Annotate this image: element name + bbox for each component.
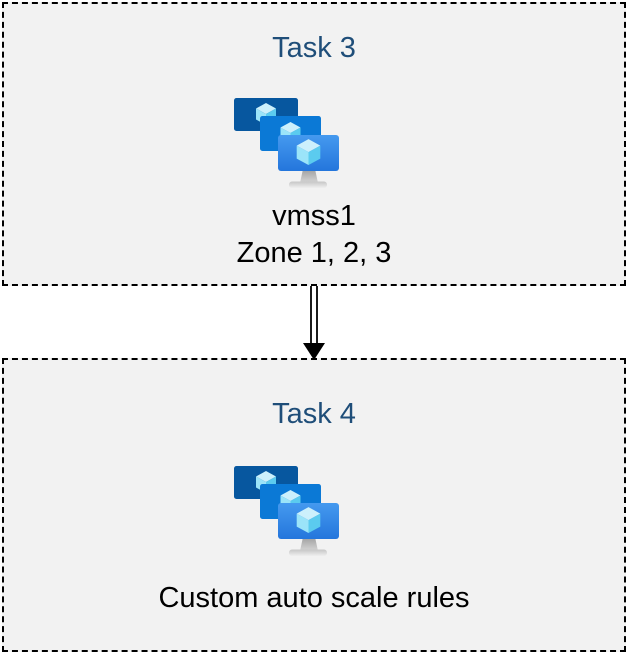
vm-scale-set-icon <box>234 464 340 556</box>
task-3-labels: vmss1 Zone 1, 2, 3 <box>4 198 624 272</box>
task-box-4: Task 4 <box>2 358 626 652</box>
zones-label: Zone 1, 2, 3 <box>236 237 392 269</box>
task-4-labels: Custom auto scale rules <box>4 580 624 617</box>
vm-scale-set-icon <box>234 96 340 188</box>
down-arrow-connector <box>303 286 325 360</box>
task-4-title: Task 4 <box>272 398 356 430</box>
autoscale-rules-label: Custom auto scale rules <box>158 582 470 614</box>
task-box-3: Task 3 <box>2 2 626 286</box>
vmss-name-label: vmss1 <box>272 200 356 232</box>
task-3-title: Task 3 <box>272 32 356 64</box>
